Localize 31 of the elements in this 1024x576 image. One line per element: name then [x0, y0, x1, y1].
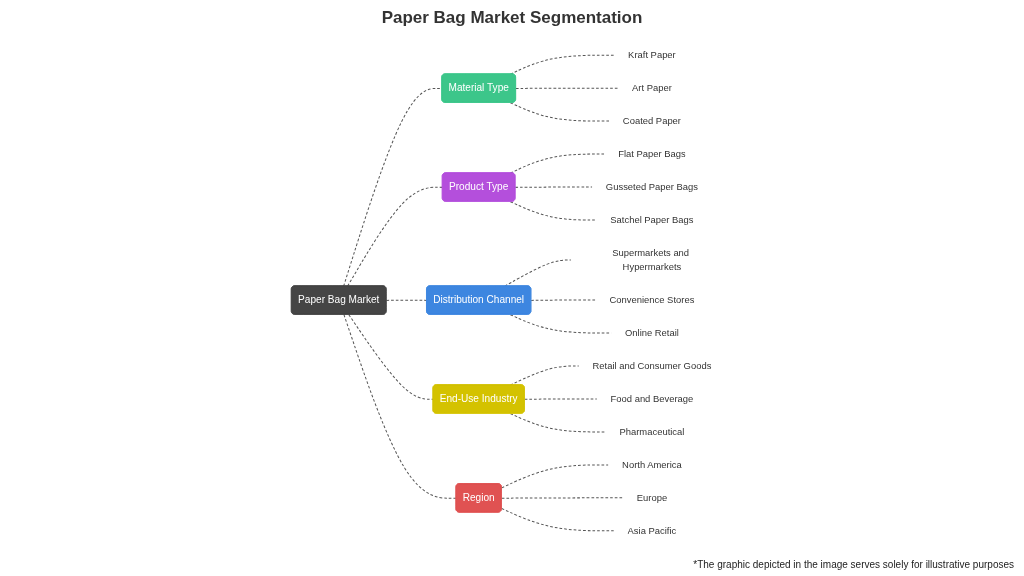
node-text: Kraft Paper	[628, 49, 676, 61]
connector	[343, 314, 457, 499]
connector	[509, 314, 612, 334]
connector	[343, 87, 443, 287]
node-text: Flat Paper Bags	[618, 148, 686, 160]
connector	[509, 102, 610, 122]
connector	[509, 201, 598, 221]
node-text: North America	[622, 459, 682, 470]
node-text: Retail and Consumer Goods	[592, 360, 712, 372]
connector	[530, 299, 597, 301]
diagram-title: Paper Bag Market Segmentation	[381, 8, 643, 28]
connector	[501, 508, 615, 532]
connector	[524, 398, 598, 400]
node-text: Convenience Stores	[609, 294, 695, 306]
node-text: Satchel Paper Bags	[610, 214, 694, 226]
node-text: Asia Pacific	[627, 525, 677, 536]
connector	[501, 497, 624, 499]
node-text: Europe	[636, 492, 668, 503]
node-text: Supermarkets and Hypermarkets	[612, 247, 690, 273]
node-text: Food and Beverage	[610, 393, 694, 405]
node-text: Gusseted Paper Bags	[605, 181, 699, 193]
node-text: Online Retail	[624, 327, 679, 339]
connector	[509, 54, 616, 75]
node-text: Art Paper	[632, 82, 672, 94]
node-text: Pharmaceutical	[619, 426, 685, 437]
node-text: Coated Paper	[622, 115, 681, 127]
connector	[385, 299, 428, 301]
connector	[501, 464, 610, 489]
footnote-text: *The graphic depicted in the image serves solely for illustrative purposes	[693, 559, 1014, 570]
connector	[347, 186, 444, 287]
connector	[515, 87, 620, 89]
